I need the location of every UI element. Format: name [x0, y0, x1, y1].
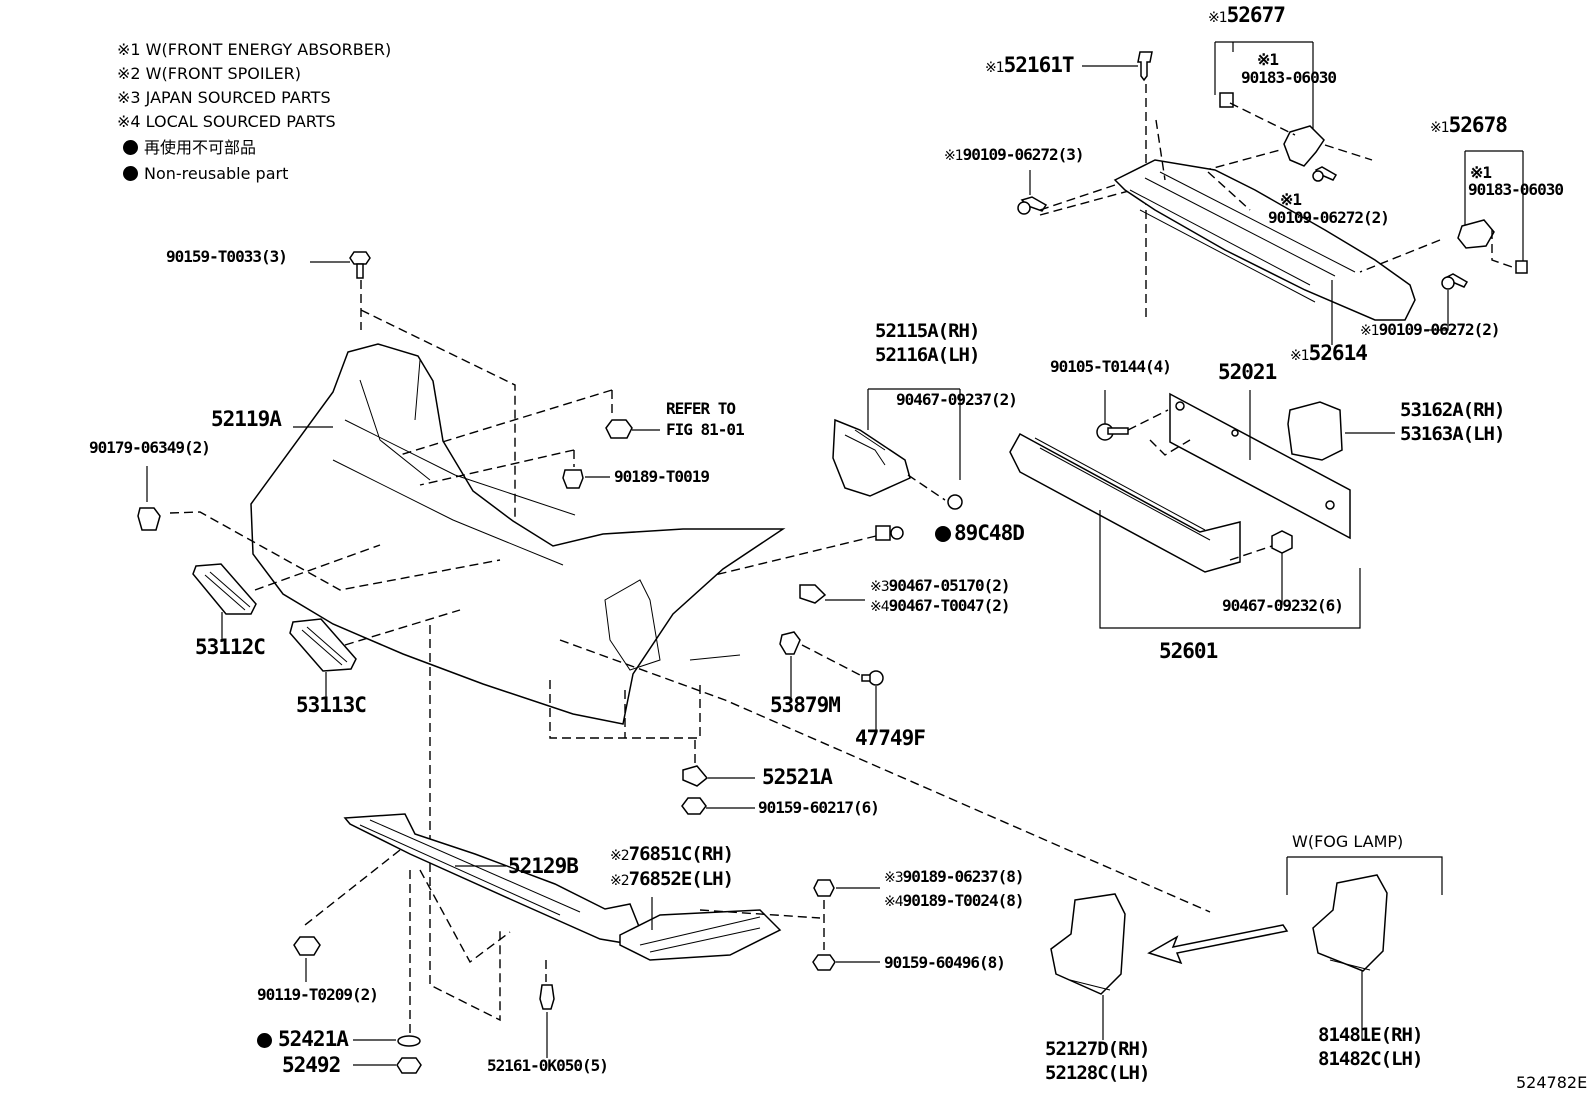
label-52421a: 52421A — [257, 1029, 349, 1050]
clip-52161t — [1137, 51, 1153, 82]
front-spoiler-group — [619, 879, 880, 971]
label-90119: 90119-T0209(2) — [257, 985, 379, 1004]
label-81481e: 81481E(RH) — [1318, 1024, 1423, 1046]
non-reusable-dot-icon — [123, 140, 138, 155]
label-90467-t0047: ※490467-T0047(2) — [870, 596, 1010, 615]
mud-guard-group — [1050, 856, 1443, 1040]
label-89c48d: 89C48D — [954, 521, 1025, 545]
label-52677: ※152677 — [1208, 3, 1286, 27]
front-spoiler-76851c — [619, 909, 782, 961]
label-53113c: 53113C — [296, 693, 367, 717]
label-81482c: 81482C(LH) — [1318, 1048, 1423, 1070]
note-4: ※4 LOCAL SOURCED PARTS — [117, 112, 336, 131]
label-52614: ※152614 — [1290, 341, 1368, 365]
reinforcement-group — [1009, 390, 1395, 629]
lower-spoiler-group — [293, 813, 641, 1074]
label-90109-3: ※190109-06272(3) — [944, 145, 1084, 164]
bracket-53162a — [1287, 401, 1343, 461]
label-47749f: 47749F — [855, 726, 926, 750]
label-52601: 52601 — [1159, 639, 1218, 663]
note-5: 再使用不可部品 — [123, 140, 256, 156]
label-53162a: 53162A(RH) — [1400, 399, 1505, 421]
label-53112c: 53112C — [195, 635, 266, 659]
side-retainer-group — [609, 388, 963, 603]
label-90189-t0024: ※490189-T0024(8) — [884, 891, 1024, 910]
arrow — [1147, 924, 1289, 965]
label-90159-60217: 90159-60217(6) — [758, 798, 880, 817]
bracket-52521a — [682, 765, 709, 787]
label-76852e: ※276852E(LH) — [610, 868, 734, 890]
label-90189-t0019: 90189-T0019 — [614, 467, 710, 486]
label-90467-09237: 90467-09237(2) — [896, 390, 1018, 409]
label-90183-b: 90183-06030 — [1468, 180, 1564, 199]
label-refer-2: FIG 81-01 — [666, 420, 745, 439]
label-52115a: 52115A(RH) — [875, 320, 980, 342]
label-52116a: 52116A(LH) — [875, 344, 980, 366]
non-reusable-dot-icon — [123, 166, 138, 181]
label-53879m: 53879M — [770, 693, 841, 717]
non-reusable-dot-icon — [257, 1033, 272, 1048]
label-52161-0k050: 52161-0K050(5) — [487, 1056, 609, 1075]
label-90109-2a: 90109-06272(2) — [1268, 208, 1390, 227]
grille-53112c — [192, 563, 257, 615]
label-52492: 52492 — [282, 1053, 341, 1077]
label-52129b: 52129B — [508, 854, 579, 878]
note-6: Non-reusable part — [123, 166, 288, 182]
mud-guard-81481e — [1312, 874, 1388, 972]
label-52127d: 52127D(RH) — [1045, 1038, 1150, 1060]
lower-spoiler-52129b — [343, 813, 641, 945]
label-fog-lamp: W(FOG LAMP) — [1292, 832, 1404, 851]
figure-number: 524782E — [1516, 1073, 1588, 1092]
label-90183-a: 90183-06030 — [1241, 68, 1337, 87]
label-52021: 52021 — [1218, 360, 1277, 384]
label-90179: 90179-06349(2) — [89, 438, 211, 457]
bumper-cover-group — [137, 251, 1211, 1022]
bumper-beam-52601 — [1009, 432, 1241, 573]
label-90467-05170: ※390467-05170(2) — [870, 576, 1010, 595]
note-2: ※2 W(FRONT SPOILER) — [117, 64, 301, 83]
bracket-52677 — [1283, 125, 1325, 167]
label-76851c: ※276851C(RH) — [610, 843, 734, 865]
label-90109-2b: ※190109-06272(2) — [1360, 320, 1500, 339]
label-52161t: ※152161T — [985, 53, 1074, 77]
label-52119a: 52119A — [211, 407, 282, 431]
bracket-52678 — [1457, 219, 1495, 249]
label-90159-60496: 90159-60496(8) — [884, 953, 1006, 972]
note-1: ※1 W(FRONT ENERGY ABSORBER) — [117, 40, 392, 59]
grille-53113c — [289, 618, 357, 672]
label-90189-06237: ※390189-06237(8) — [884, 867, 1024, 886]
label-52521a: 52521A — [762, 765, 833, 789]
retainer-52115a — [832, 418, 911, 497]
label-90159-t0033: 90159-T0033(3) — [166, 247, 288, 266]
connector-89c48d — [875, 525, 891, 541]
label-mark-90183-a: ※1 — [1257, 50, 1279, 69]
reinforcement-52021 — [1169, 392, 1351, 540]
label-mark-90109-2a: ※1 — [1280, 190, 1302, 209]
label-mark-90183-b: ※1 — [1470, 163, 1492, 182]
label-90105: 90105-T0144(4) — [1050, 357, 1172, 376]
label-52678: ※152678 — [1430, 113, 1508, 137]
energy-absorber-group — [1017, 41, 1528, 345]
label-53163a: 53163A(LH) — [1400, 423, 1505, 445]
bracket-53879m — [779, 631, 801, 655]
label-52128c: 52128C(LH) — [1045, 1062, 1150, 1084]
label-90467-09232: 90467-09232(6) — [1222, 596, 1344, 615]
label-refer-1: REFER TO — [666, 399, 736, 418]
note-3: ※3 JAPAN SOURCED PARTS — [117, 88, 331, 107]
mud-guard-52127d — [1050, 893, 1126, 995]
